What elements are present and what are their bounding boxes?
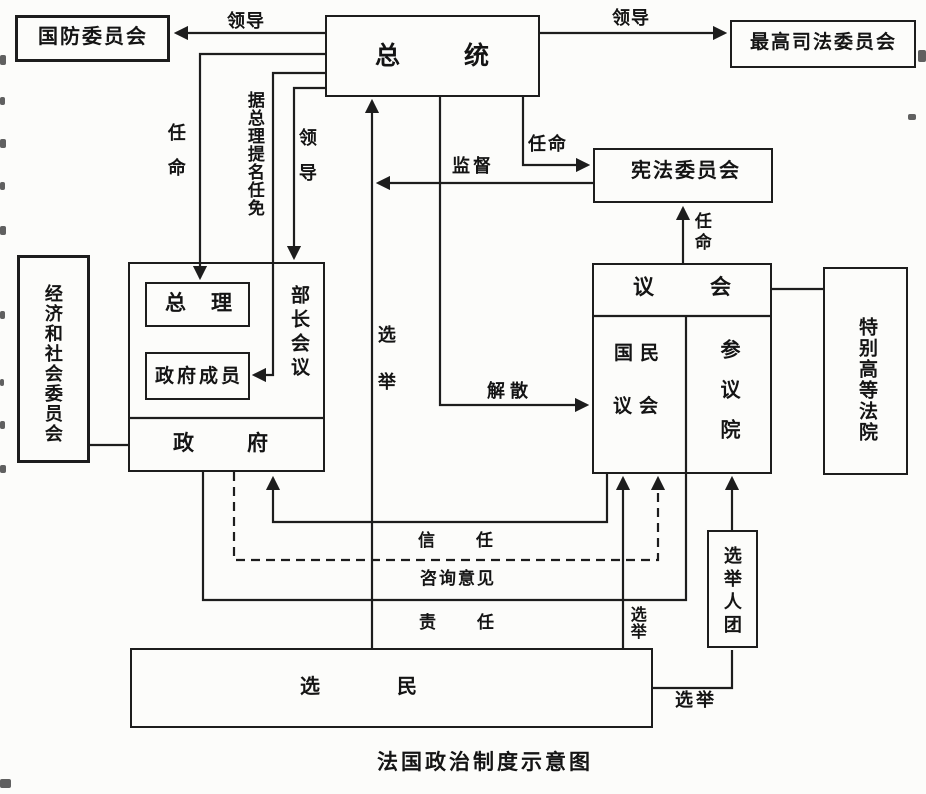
scan-speck	[0, 421, 5, 429]
electoral-college-label: 选举人团	[721, 546, 742, 638]
edge-president-appoints-constitutional-council	[521, 97, 591, 173]
elect-college-edge-label: 选举	[675, 690, 717, 710]
edge-responsibility	[201, 472, 688, 602]
scan-speck	[908, 114, 916, 120]
scan-speck	[0, 379, 4, 386]
diagram-title: 法国政治制度示意图	[377, 751, 593, 774]
parliament-label: 议会	[633, 276, 787, 299]
responsibility-edge-label: 责任	[419, 613, 535, 632]
government-members-label: 政府成员	[155, 366, 244, 387]
edge-appoint-on-premier-nomination	[251, 71, 325, 383]
edge-confidence	[265, 474, 609, 524]
electorate-label: 选民	[300, 676, 494, 698]
national-assembly-label-line1: 国民	[614, 343, 667, 364]
council-of-ministers-label: 部长会议	[287, 285, 309, 381]
national-assembly-label-line2: 议会	[613, 396, 666, 417]
node-government-members	[145, 352, 250, 400]
constitutional-council-label: 宪法委员会	[631, 160, 741, 182]
scan-speck	[0, 779, 11, 788]
government-label: 政府	[173, 432, 321, 455]
node-defense-committee	[15, 15, 170, 62]
elect-assembly-edge-label: 选举	[627, 606, 645, 640]
lead-judicial-edge-label: 领导	[612, 8, 650, 28]
edge-president-appoints-premier	[192, 52, 325, 281]
parliament-appoints-council-edge-label: 任命	[691, 212, 711, 254]
node-president	[325, 15, 540, 97]
node-electorate	[130, 648, 653, 728]
scan-speck	[0, 97, 5, 105]
node-premier	[145, 282, 250, 327]
edge-advisory-opinion	[232, 472, 666, 562]
edge-president-dissolves-assembly	[438, 97, 590, 413]
supreme-judicial-council-label: 最高司法委员会	[750, 32, 898, 53]
elect-president-edge-label: 选举	[375, 325, 396, 419]
premier-nomination-edge-label: 据总理提名任免	[244, 91, 264, 217]
node-constitutional-council	[593, 148, 773, 203]
senate-label: 参议院	[717, 339, 739, 459]
edge-electorate-elects-college	[653, 650, 734, 690]
scan-speck	[0, 311, 5, 319]
president-label: 总统	[375, 42, 554, 70]
advisory-opinion-edge-label: 咨询意见	[420, 569, 496, 588]
scan-speck	[918, 50, 926, 62]
appoint-premier-edge-label: 任命	[165, 123, 186, 193]
lead-ministers-edge-label: 领导	[296, 128, 317, 198]
node-parliament	[592, 263, 772, 474]
node-supreme-judicial-council	[730, 20, 916, 68]
defense-committee-label: 国防委员会	[38, 26, 148, 48]
supervise-edge-label: 监督	[452, 156, 494, 176]
scan-speck	[0, 465, 6, 473]
lead-defense-edge-label: 领导	[227, 11, 265, 31]
scan-speck	[0, 182, 5, 190]
dissolve-edge-label: 解散	[487, 381, 533, 401]
economic-social-council-label: 经济和社会委员会	[42, 284, 63, 444]
scan-speck	[0, 226, 6, 235]
node-government	[128, 262, 325, 472]
node-economic-social-council	[17, 255, 90, 463]
special-high-court-label: 特别高等法院	[855, 317, 877, 443]
premier-label: 总理	[165, 292, 257, 315]
node-electoral-college	[707, 530, 758, 648]
node-special-high-court	[823, 267, 908, 475]
edge-president-leads-council-of-ministers	[286, 86, 325, 261]
confidence-edge-label: 信任	[418, 531, 534, 550]
scan-speck	[0, 55, 6, 65]
scan-speck	[0, 139, 6, 148]
appoint-council-edge-label: 任命	[528, 134, 568, 154]
